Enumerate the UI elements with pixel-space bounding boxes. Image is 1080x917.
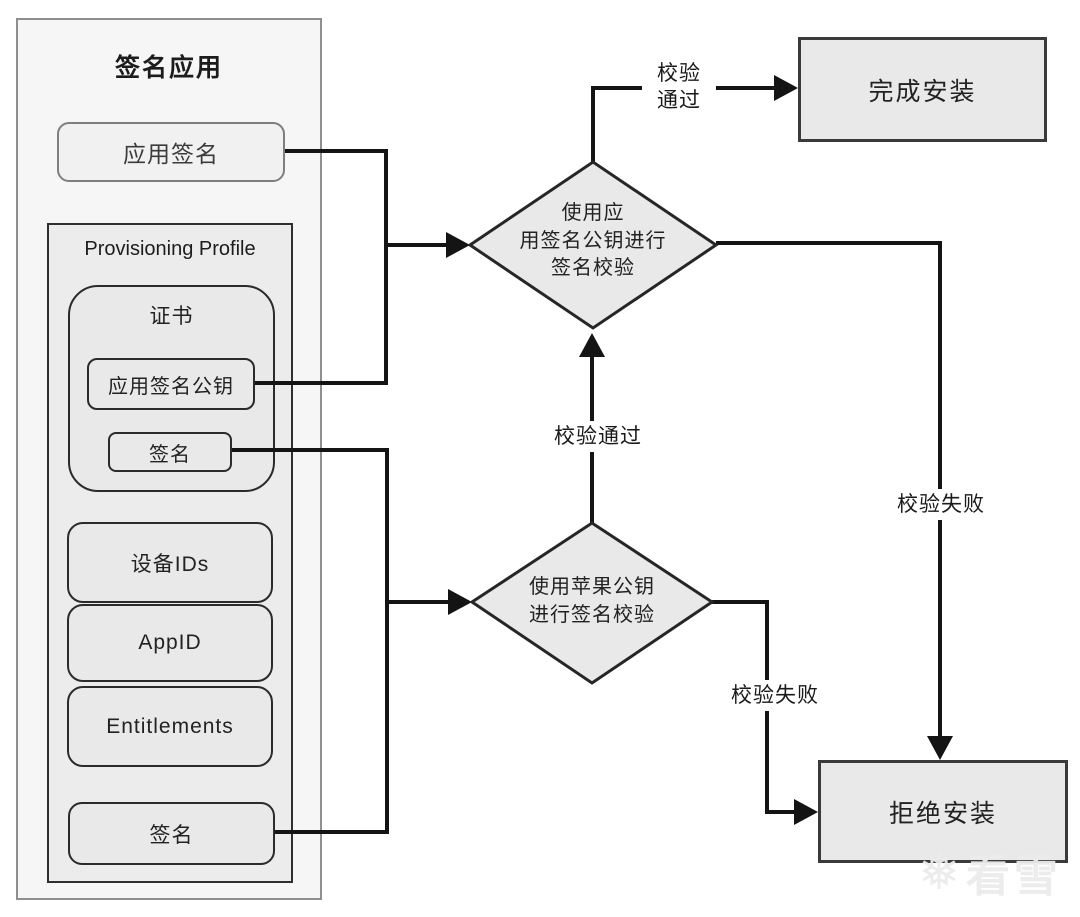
node-entitlements-label: Entitlements (106, 714, 234, 738)
node-install-done: 完成安装 (798, 37, 1047, 142)
arrowhead-to-reject-left (794, 799, 818, 825)
node-install-done-label: 完成安装 (868, 77, 977, 106)
diamond-app-key-check-label: 使用应 用签名公钥进行 签名校验 (519, 202, 667, 280)
signed-app-title: 签名应用 (114, 54, 223, 82)
arrowhead-d2-to-d1 (579, 333, 605, 357)
arrowhead-to-reject-top (927, 736, 953, 760)
watermark-text: 看雪 (965, 852, 1062, 901)
edge-label-pass-top: 校验 通过 (642, 58, 716, 117)
edge-label-fail-bottom: 校验失败 (706, 680, 844, 712)
snowflake-icon: ❅ (918, 844, 960, 900)
node-app-id-label: AppID (138, 631, 202, 654)
arrowhead-to-diamond2 (448, 589, 472, 615)
node-profile-signature-label: 签名 (149, 823, 194, 847)
node-app-signing-public-key-label: 应用签名公钥 (108, 375, 234, 398)
edge-label-fail-right: 校验失败 (871, 489, 1011, 521)
diamond-apple-key-check (469, 521, 715, 685)
node-app-id: AppID (67, 604, 273, 682)
node-device-ids: 设备IDs (67, 522, 273, 603)
node-app-signing-public-key: 应用签名公钥 (87, 358, 255, 410)
edge-appsig-join (255, 149, 388, 385)
diamond-app-key-check (467, 160, 719, 330)
node-install-reject-label: 拒绝安装 (888, 799, 997, 828)
edge-d1-pass (591, 86, 778, 162)
node-entitlements: Entitlements (67, 686, 273, 767)
edge-d1-fail (716, 241, 942, 740)
certificate-title: 证书 (149, 305, 194, 328)
kanxue-watermark: ❅ 看雪 (918, 840, 1062, 904)
node-device-ids-label: 设备IDs (130, 552, 210, 576)
node-app-signature-label: 应用签名 (123, 141, 219, 167)
node-profile-signature: 签名 (68, 802, 275, 865)
node-cert-signature: 签名 (108, 432, 232, 472)
provisioning-profile-title: Provisioning Profile (84, 238, 256, 260)
edge-sig-join (232, 448, 389, 834)
node-cert-signature-label: 签名 (149, 443, 191, 466)
arrowhead-to-diamond1 (446, 232, 470, 258)
node-app-signature: 应用签名 (57, 122, 285, 182)
node-install-reject: 拒绝安装 (818, 760, 1068, 863)
arrowhead-to-done (774, 75, 798, 101)
edge-label-pass-middle: 校验通过 (526, 421, 670, 453)
diamond-apple-key-check-label: 使用苹果公钥 进行签名校验 (529, 576, 655, 626)
